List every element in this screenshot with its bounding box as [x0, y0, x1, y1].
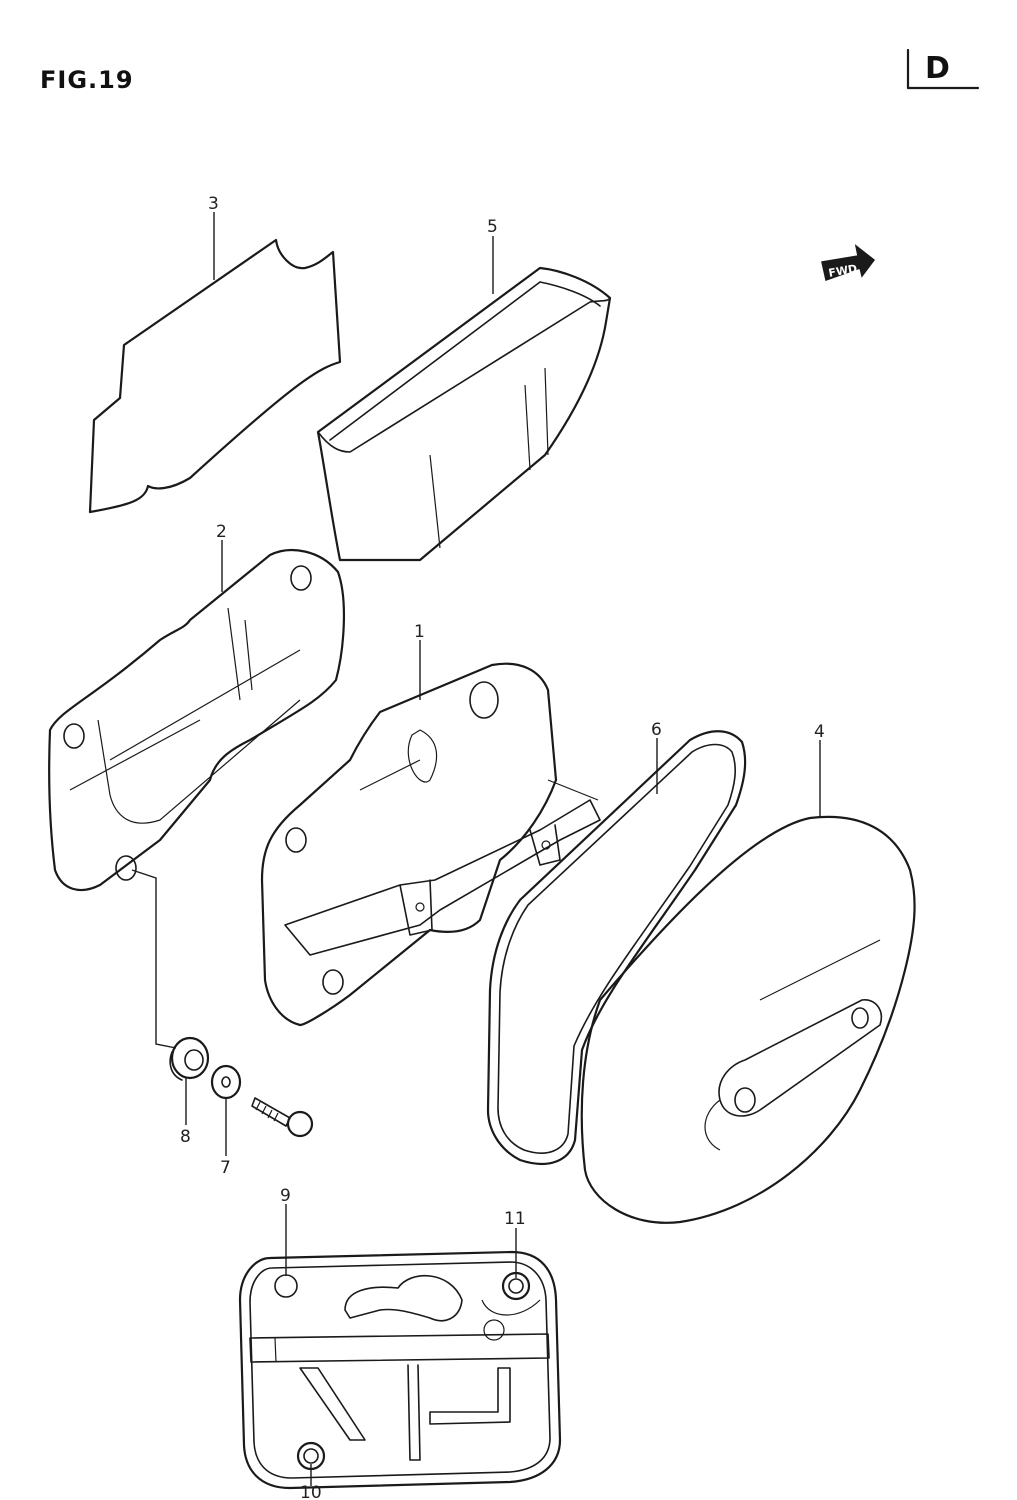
- forward-arrow-icon: FWD: [821, 244, 876, 281]
- part-1-main-case: [260, 662, 601, 1027]
- part-8-grommet: [169, 1036, 210, 1081]
- forward-arrow-label: FWD: [828, 262, 859, 280]
- part-2-base-plate: [48, 549, 345, 892]
- figure-title: FIG.19: [40, 66, 134, 94]
- inside-view-case: [238, 1250, 562, 1490]
- section-badge: D: [906, 48, 980, 90]
- part-4-outer-cover: [580, 815, 916, 1224]
- callout-3: 3: [208, 194, 219, 214]
- callout-5: 5: [487, 217, 498, 237]
- part-6-gasket: [486, 730, 747, 1165]
- part-5-case-box: [316, 266, 612, 562]
- part-3-filter-sheet: [88, 238, 342, 514]
- bolt: [251, 1097, 314, 1138]
- callout-11: 11: [504, 1209, 526, 1229]
- callout-6: 6: [651, 720, 662, 740]
- callout-9: 9: [280, 1186, 291, 1206]
- callout-2: 2: [216, 522, 227, 542]
- callout-4: 4: [814, 722, 825, 742]
- callout-10: 10: [300, 1483, 322, 1500]
- callout-1: 1: [414, 622, 425, 642]
- callout-7: 7: [220, 1158, 231, 1178]
- part-7-washer: [210, 1064, 242, 1100]
- callout-leader-lines: [131, 212, 821, 1486]
- section-badge-letter: D: [925, 51, 950, 86]
- callout-8: 8: [180, 1127, 191, 1147]
